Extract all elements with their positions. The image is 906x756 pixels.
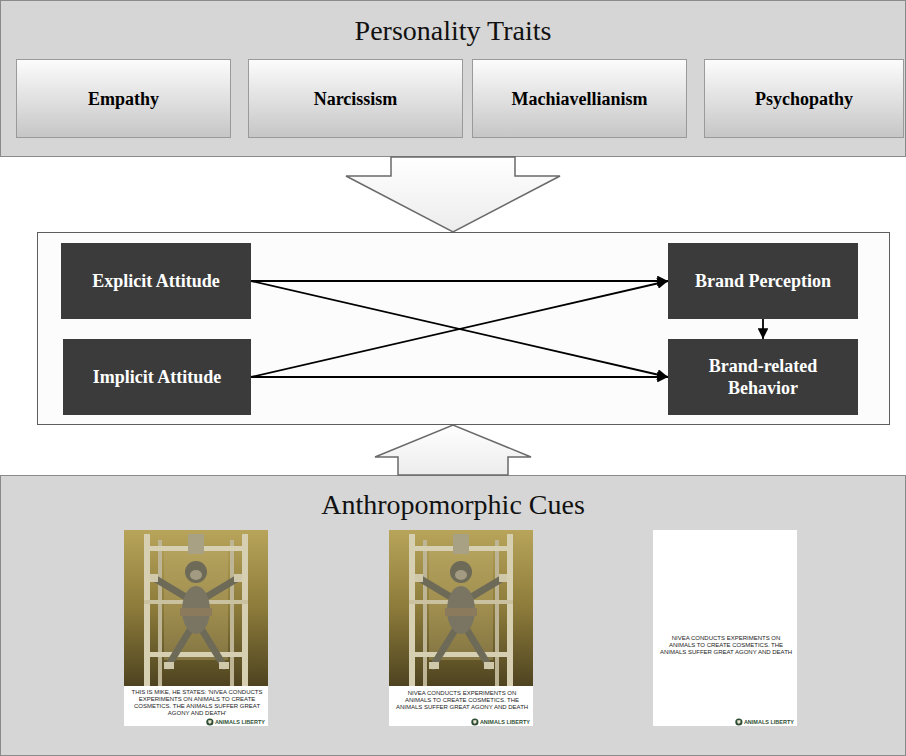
construct-label: Brand-related Behavior bbox=[688, 355, 838, 399]
logo-text: ANIMALS LIBERTY bbox=[480, 719, 530, 725]
model-panel: Explicit Attitude Brand PerceptionImplici… bbox=[37, 232, 890, 425]
trait-box: Narcissism bbox=[248, 59, 463, 138]
construct-box: Brand-related Behavior bbox=[668, 339, 858, 415]
poster-text: NIVEA CONDUCTS EXPERIMENTS ON ANIMALS TO… bbox=[658, 635, 794, 656]
trait-label: Machiavellianism bbox=[512, 88, 648, 110]
poster-text: THIS IS MIKE, HE STATES: 'NIVEA CONDUCTS… bbox=[129, 689, 265, 717]
panel-heading: Personality Traits bbox=[1, 15, 905, 47]
construct-box: Brand Perception bbox=[668, 243, 858, 319]
trait-label: Empathy bbox=[88, 88, 159, 110]
construct-label: Implicit Attitude bbox=[93, 366, 222, 388]
trait-label: Narcissism bbox=[314, 88, 398, 110]
panel-heading: Anthropomorphic Cues bbox=[1, 489, 905, 521]
construct-box: Explicit Attitude bbox=[61, 243, 251, 319]
ad-poster: THIS IS MIKE, HE STATES: 'NIVEA CONDUCTS… bbox=[125, 531, 269, 727]
trait-box: Psychopathy bbox=[704, 59, 904, 138]
group-panel: Personality TraitsEmpathy Narcissism Machi… bbox=[0, 0, 906, 157]
logo-text: ANIMALS LIBERTY bbox=[744, 719, 794, 725]
construct-label: Explicit Attitude bbox=[92, 270, 220, 292]
construct-box: Implicit Attitude bbox=[63, 339, 251, 415]
construct-label: Brand Perception bbox=[695, 270, 831, 292]
block-arrow bbox=[375, 425, 531, 475]
block-arrow bbox=[346, 157, 560, 232]
trait-box: Machiavellianism bbox=[472, 59, 687, 138]
trait-label: Psychopathy bbox=[755, 88, 853, 110]
ad-poster: NIVEA CONDUCTS EXPERIMENTS ON ANIMALS TO… bbox=[654, 531, 798, 727]
logo-text: ANIMALS LIBERTY bbox=[215, 719, 265, 725]
poster-text: NIVEA CONDUCTS EXPERIMENTS ON ANIMALS TO… bbox=[394, 690, 530, 711]
group-panel: Anthropomorphic CuesTHIS IS MIKE, HE STA… bbox=[0, 475, 906, 756]
trait-box: Empathy bbox=[16, 59, 231, 138]
ad-poster: NIVEA CONDUCTS EXPERIMENTS ON ANIMALS TO… bbox=[390, 531, 534, 727]
